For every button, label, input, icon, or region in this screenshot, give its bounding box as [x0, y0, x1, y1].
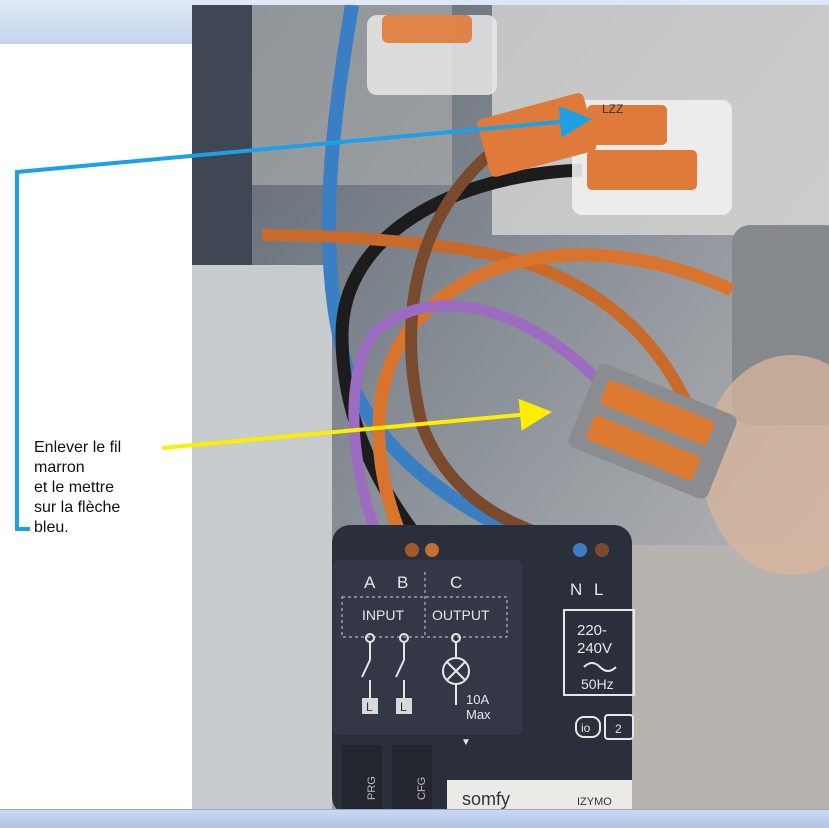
- cfg-label: CFG: [416, 777, 428, 800]
- annotation-text: Enlever le fil marron et le mettre sur l…: [34, 438, 164, 538]
- brand-logo: somfy: [462, 789, 510, 809]
- voltage-line-1: 220-: [577, 622, 607, 639]
- annotation-line-2: marron: [34, 459, 85, 476]
- somfy-module: A B C N L INPUT OUTPUT L L: [332, 525, 635, 809]
- input-label: INPUT: [362, 607, 404, 623]
- terminal-c: C: [450, 573, 462, 592]
- terminal-a: A: [364, 573, 376, 592]
- window-bottom-strip: [0, 809, 829, 828]
- switch-mark-1: L: [366, 700, 373, 714]
- voltage-line-2: 240V: [577, 640, 612, 657]
- terminal-b: B: [397, 573, 408, 592]
- model-name: IZYMO: [577, 796, 612, 808]
- wiring-photo: LZZ A B C N L INPUT OUTPUT: [192, 5, 829, 809]
- prg-label: PRG: [366, 776, 378, 800]
- connector-label: LZZ: [602, 102, 623, 116]
- hand: [702, 355, 829, 575]
- svg-text:io: io: [581, 721, 591, 735]
- annotation-line-4: sur la flèche: [34, 499, 121, 516]
- photo-illustration: LZZ A B C N L INPUT OUTPUT: [192, 5, 829, 809]
- svg-text:2: 2: [615, 722, 622, 736]
- ac-wave-icon: [583, 662, 617, 672]
- rating-amps: 10A: [466, 692, 489, 707]
- io-badge: [575, 716, 601, 738]
- terminal-l: L: [594, 580, 603, 599]
- step-badge: [604, 714, 634, 740]
- down-arrow-icon: ▼: [461, 737, 471, 748]
- frequency: 50Hz: [581, 676, 614, 692]
- lever-connector: [568, 363, 737, 499]
- switch-mark-2: L: [400, 700, 407, 714]
- output-label: OUTPUT: [432, 607, 490, 623]
- document-area: [0, 44, 192, 809]
- annotation-line-1: Enlever le fil: [34, 439, 122, 456]
- annotation-line-3: et le mettre: [34, 479, 115, 496]
- rating-max: Max: [466, 707, 491, 722]
- terminal-n: N: [570, 580, 582, 599]
- annotation-line-5: bleu.: [34, 519, 69, 536]
